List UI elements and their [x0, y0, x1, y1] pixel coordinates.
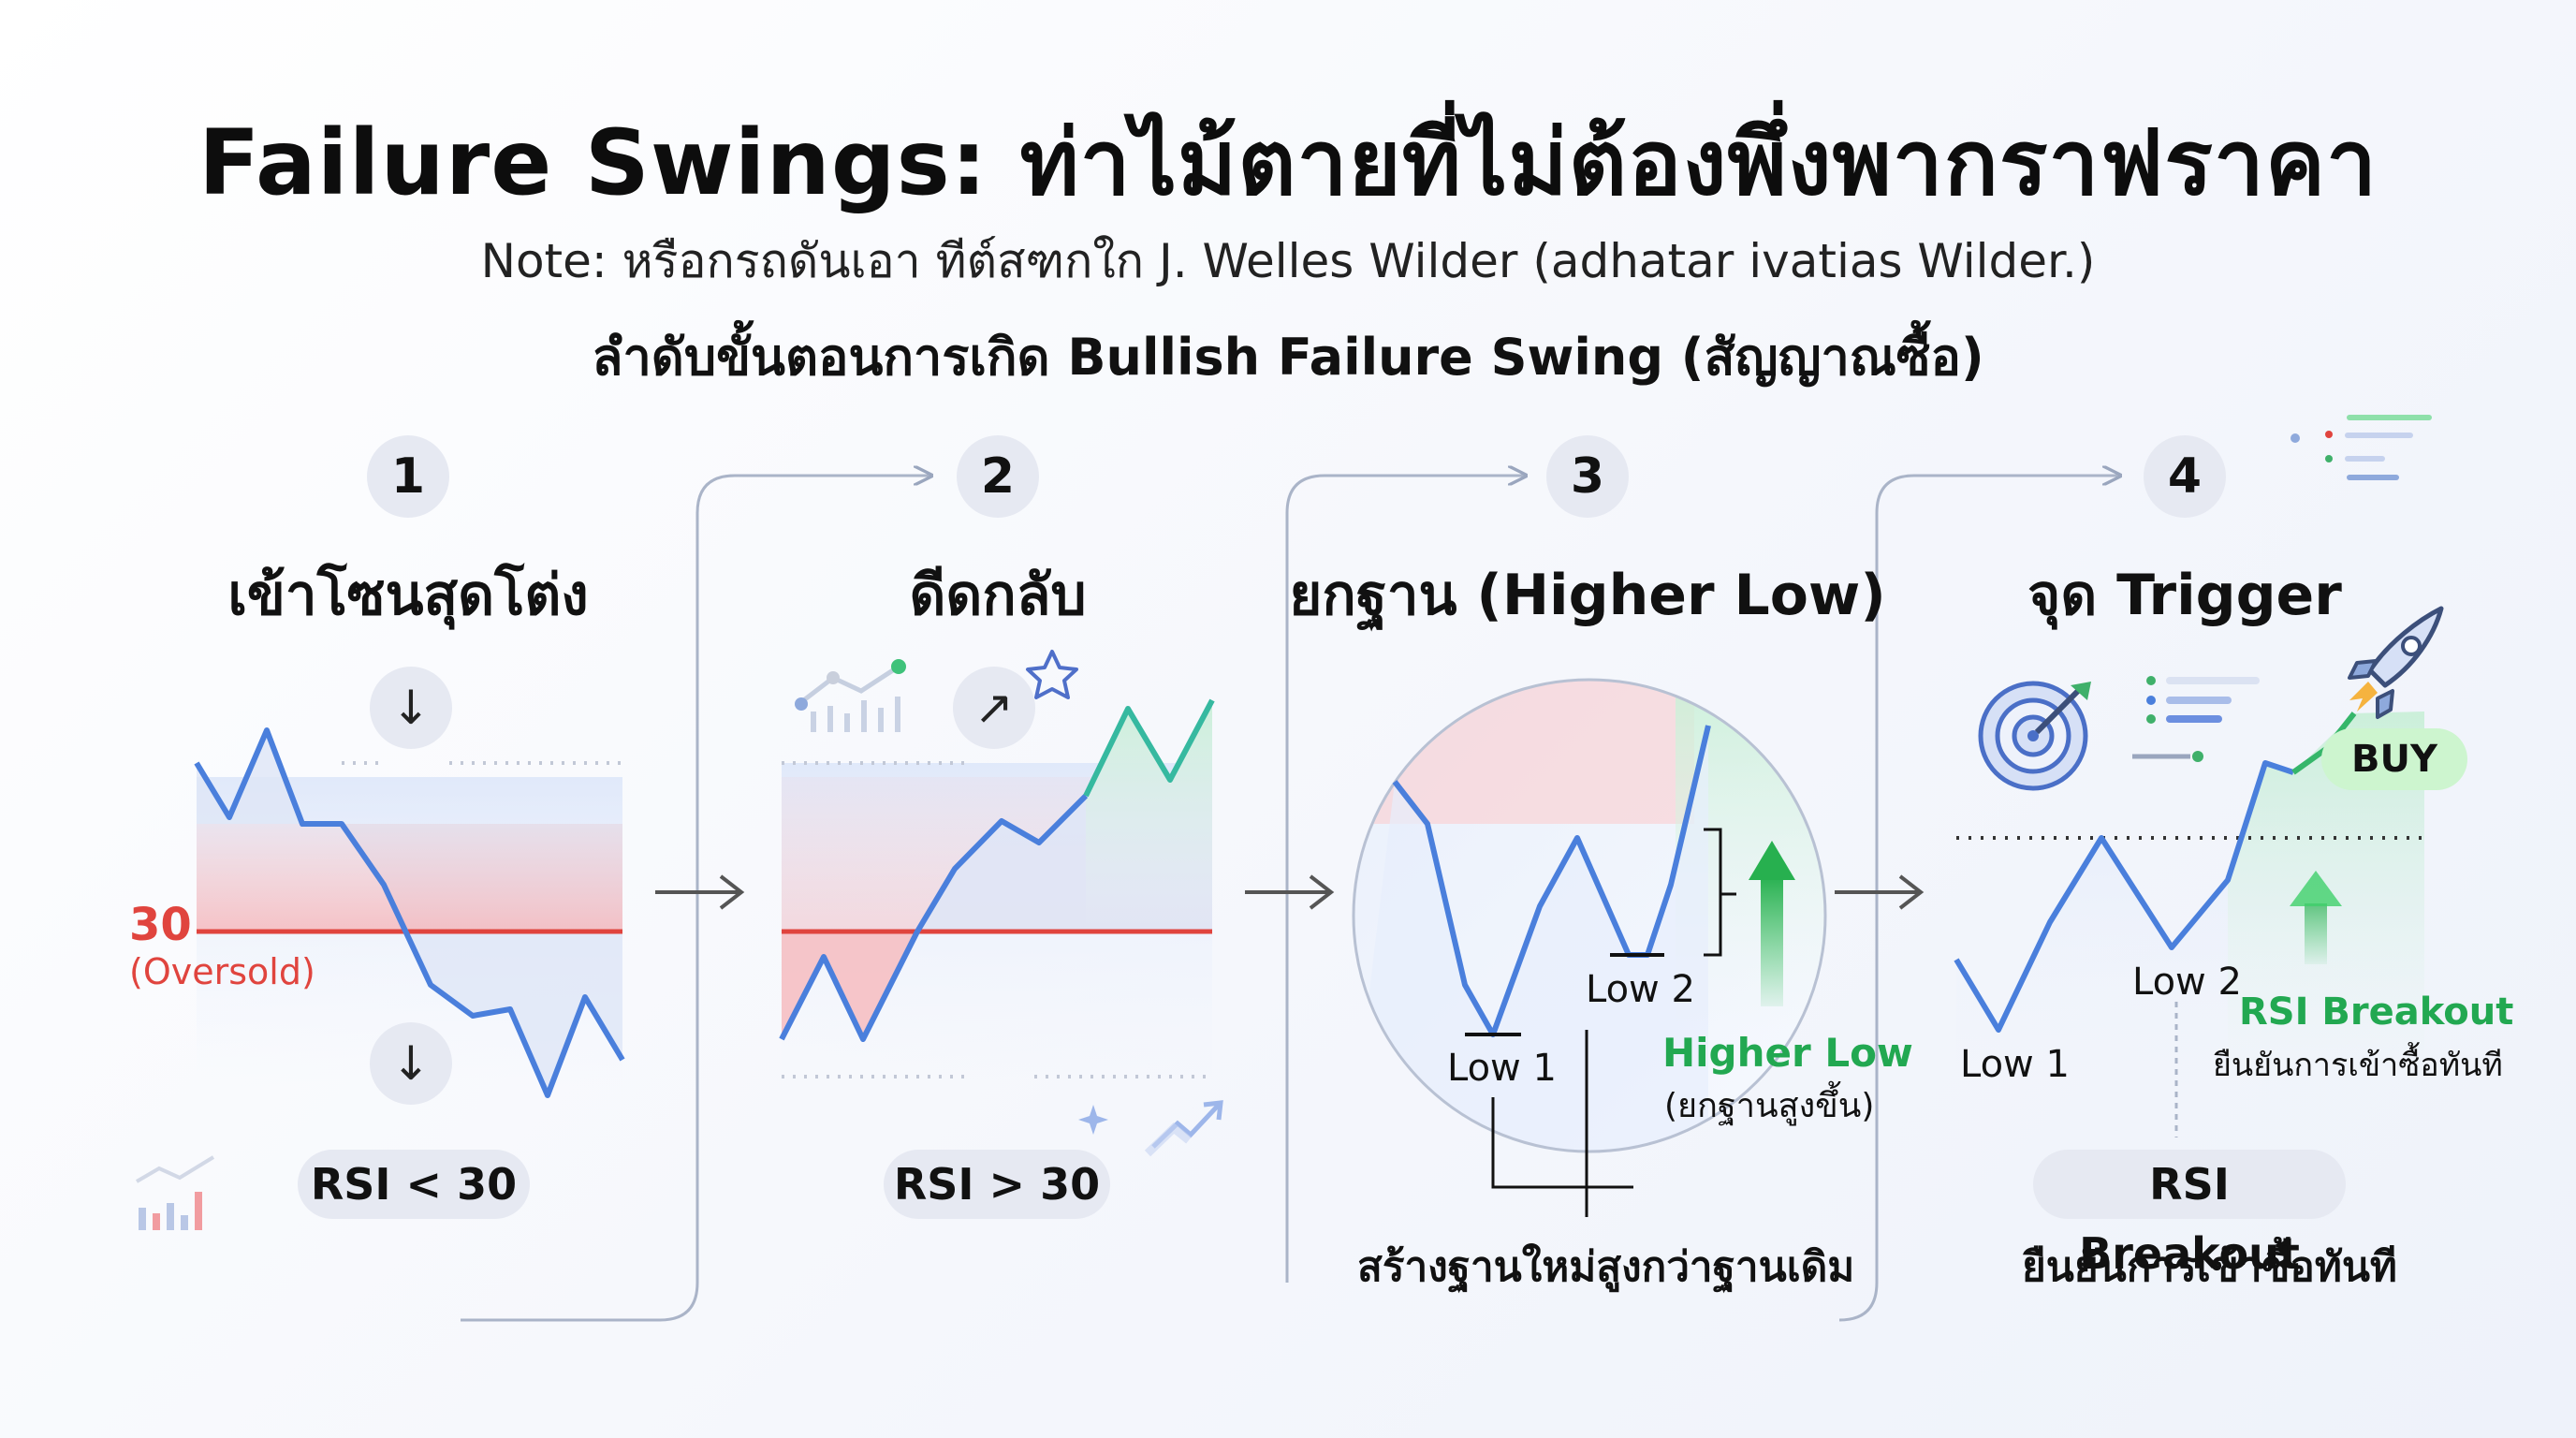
step2-title: ดีดกลับ: [909, 563, 1087, 628]
connector-lines: [461, 476, 2120, 1322]
rsi-breakout-sublabel: ยืนยันการเข้าซื้อทันที: [2213, 1047, 2503, 1084]
step4-chart: [1954, 712, 2424, 1137]
arrow-down-icon: ↓: [370, 667, 452, 749]
arrow-up-icon: [1749, 841, 1795, 1006]
speed-lines-icon: [2132, 676, 2260, 762]
flow-arrow-3: [1835, 874, 1925, 910]
step3-low1-label: Low 1: [1447, 1047, 1557, 1090]
step4-rsi-line: [1954, 760, 2294, 1033]
star-icon: [1026, 650, 1078, 699]
flow-arrows: [655, 874, 1925, 910]
arrow-up-right-icon: ↗: [953, 667, 1035, 749]
arrow-down-icon: ↓: [370, 1022, 452, 1105]
connector-3-4: [1838, 476, 2120, 1322]
step4-low2-label: Low 2: [2132, 961, 2242, 1004]
step1-title: เข้าโซนสุดโต่ง: [227, 563, 589, 628]
mini-chart-icon: [795, 659, 906, 732]
step3-low2-label: Low 2: [1586, 968, 1695, 1011]
step3-chart: [1352, 678, 1827, 1217]
rsi-breakout-label: RSI Breakout: [2239, 990, 2514, 1034]
page-subtitle: ลำดับขั้นตอนการเกิด Bullish Failure Swin…: [592, 328, 1984, 387]
flow-arrow-2: [1245, 874, 1335, 910]
sparkle-icon: [1078, 1100, 1223, 1157]
note-text: Note: หรือกรถดันเอา ทีต์สฑกใก J. Welles …: [480, 234, 2096, 288]
step4-breakout-pill: RSI Breakout: [2033, 1150, 2346, 1279]
connector-1-2: [461, 476, 931, 1322]
step3-caption: สร้างฐานใหม่สูงกว่าฐานเดิม: [1357, 1243, 1855, 1291]
step4-low1-label: Low 1: [1960, 1043, 2070, 1086]
flow-arrow-1: [655, 874, 745, 910]
higher-low-label: Higher Low: [1662, 1030, 1913, 1076]
step4-caption: ยืนยันการเข้าซื้อทันที: [2022, 1243, 2397, 1291]
step2-rsi-line: [779, 793, 1089, 1042]
buy-badge: BUY: [2321, 728, 2467, 790]
step2-number: 2: [957, 435, 1039, 518]
step3-rsi-line: [1392, 725, 1711, 1037]
target-icon: [1978, 681, 2091, 791]
step1-chart: [194, 727, 625, 1098]
oversold-level-label: (Oversold): [129, 951, 315, 992]
step3-number: 3: [1546, 435, 1629, 518]
step2-chart: [779, 698, 1215, 1081]
step1-rsi-pill: RSI < 30: [298, 1150, 530, 1219]
bar-chart-icon: [135, 1155, 215, 1230]
step1-number: 1: [367, 435, 449, 518]
decor-lines-icon: [2291, 415, 2432, 480]
step3-title: ยกฐาน (Higher Low): [1289, 563, 1886, 628]
step4-title: จุด Trigger: [2027, 563, 2342, 628]
rocket-icon: [2348, 606, 2444, 719]
page-title: Failure Swings: ท่าไม้ตายที่ไม่ต้องพึ่งพ…: [198, 110, 2378, 215]
step4-number: 4: [2144, 435, 2226, 518]
arrow-up-icon: [2290, 871, 2342, 964]
connector-2-3: [1285, 476, 1526, 1283]
step1-rsi-line: [194, 727, 625, 1098]
oversold-level-value: 30: [129, 899, 192, 951]
higher-low-sublabel: (ยกฐานสูงขึ้น): [1664, 1087, 1875, 1125]
step2-rsi-pill: RSI > 30: [884, 1150, 1110, 1219]
